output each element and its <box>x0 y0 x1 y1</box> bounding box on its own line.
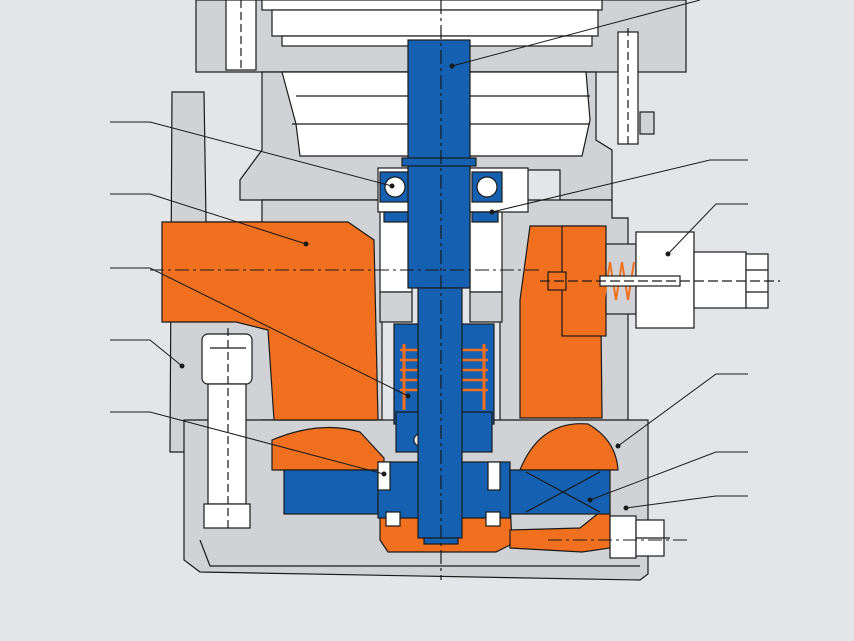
drive-shaft <box>401 0 477 580</box>
leader-3 <box>110 267 409 397</box>
leader-11 <box>625 495 748 509</box>
leader-4 <box>110 339 183 367</box>
bellows-convolutions <box>400 348 488 392</box>
relief-valve <box>540 225 780 337</box>
centerlines <box>150 269 690 541</box>
ball-bearing <box>379 171 503 203</box>
leader-8 <box>667 203 748 255</box>
leader-2 <box>110 193 307 245</box>
leader-1 <box>110 121 393 187</box>
flange-bolt-left <box>225 0 257 71</box>
suction-inlet <box>161 221 379 421</box>
valve-spring <box>573 261 635 301</box>
leader-5 <box>110 411 385 475</box>
leader-7 <box>491 159 748 213</box>
leader-6 <box>451 0 701 67</box>
callout-dots <box>179 63 671 511</box>
leader-9 <box>617 373 748 447</box>
leader-10 <box>589 451 748 501</box>
callout-leaders <box>110 0 748 509</box>
mounting-bolt <box>201 328 253 530</box>
volute-right <box>519 423 619 471</box>
drain-plug <box>609 515 670 559</box>
